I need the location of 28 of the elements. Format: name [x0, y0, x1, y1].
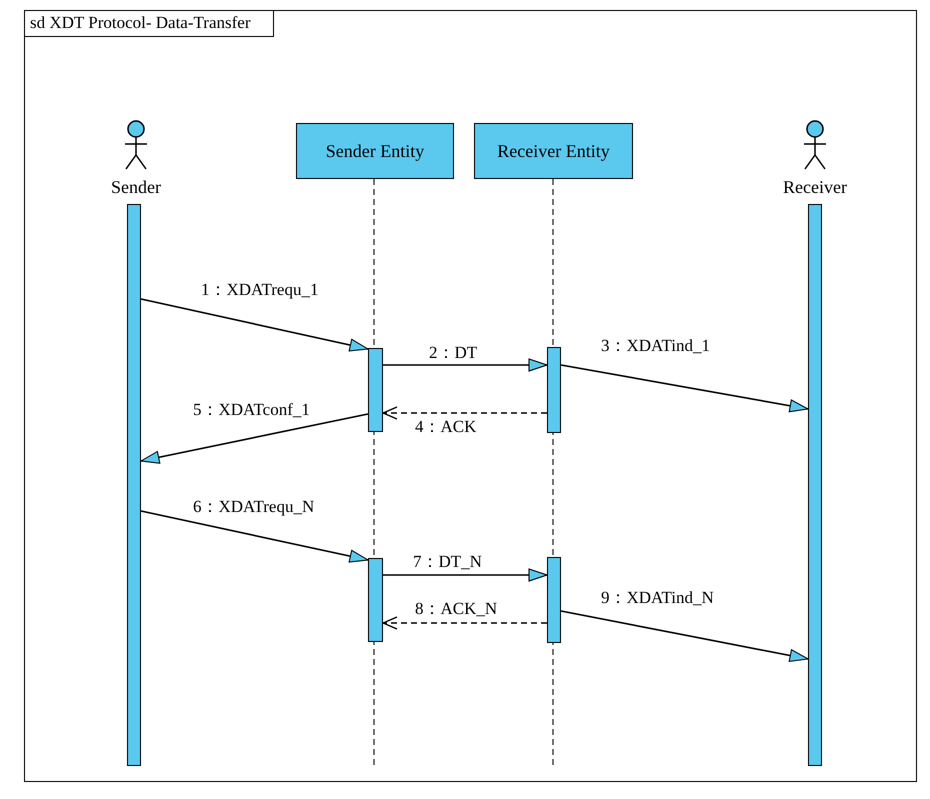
lifeline-head: Sender Entity	[296, 123, 454, 179]
edge-label: 1：XDATrequ_1	[201, 281, 318, 299]
edge-label: 9：XDATind_N	[601, 589, 714, 607]
activation-bar	[368, 558, 383, 642]
edge-label: 7：DT_N	[413, 553, 482, 571]
activation-bar	[368, 348, 383, 432]
edge-label: 5：XDATconf_1	[193, 401, 310, 419]
message-arrow	[140, 298, 368, 352]
actor-name: Receiver	[783, 177, 847, 198]
activation-bar	[547, 557, 561, 643]
edge-label: 8：ACK_N	[415, 600, 498, 618]
actor-name: Sender	[111, 177, 161, 198]
frame-title: sd XDT Protocol- Data-Transfer	[25, 11, 274, 37]
edge-label: 3：XDATind_1	[601, 337, 710, 355]
edge-label: 6：XDATrequ_N	[193, 498, 314, 516]
message-arrow	[383, 568, 548, 582]
lifeline-head: Receiver Entity	[474, 123, 633, 179]
frame	[24, 10, 917, 782]
message-arrow	[140, 413, 368, 464]
message-arrow	[382, 406, 547, 420]
activation-bar	[547, 347, 561, 433]
message-arrow	[382, 616, 547, 630]
message-arrow	[560, 364, 808, 412]
message-arrow	[140, 510, 368, 563]
message-arrow	[560, 610, 808, 662]
activation-bar	[808, 204, 822, 766]
message-arrow	[383, 358, 548, 372]
activation-bar	[127, 204, 141, 766]
